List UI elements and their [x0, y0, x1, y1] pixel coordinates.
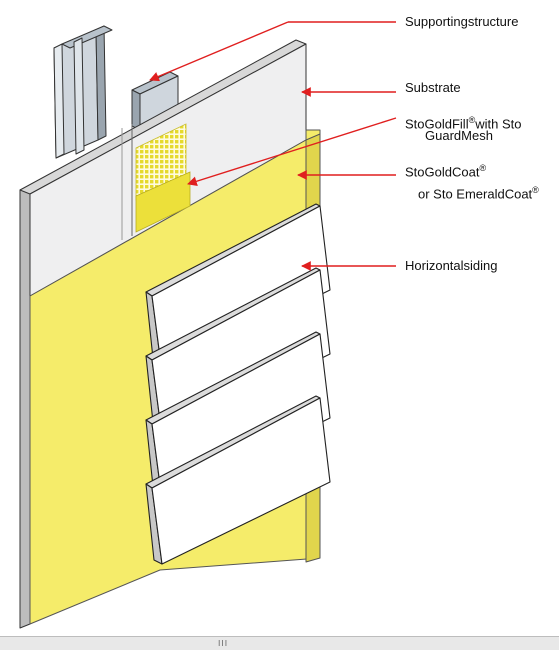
siding-board-4	[145, 395, 331, 565]
label-guardmesh: GuardMesh	[425, 128, 493, 143]
callout-arrows	[149, 21, 397, 271]
arrow-goldfill	[187, 117, 397, 187]
horizontal-scrollbar[interactable]: III	[0, 636, 559, 650]
horizontal-siding-boards	[145, 203, 331, 565]
label-emeraldcoat: or Sto EmeraldCoat®	[418, 185, 539, 202]
stogoldfill-mesh-patch	[135, 123, 191, 233]
arrow-supporting-structure-diag	[149, 21, 289, 82]
label-horizontal-siding: Horizontalsiding	[405, 258, 498, 273]
supporting-structure-stud	[53, 25, 179, 159]
wall-assembly-diagram	[19, 21, 397, 629]
label-stogoldcoat: StoGoldCoat®	[405, 163, 487, 180]
label-substrate: Substrate	[405, 80, 461, 95]
scrollbar-grip[interactable]: III	[218, 639, 229, 648]
label-stogoldfill: StoGoldFill®with Sto	[405, 115, 522, 132]
label-supporting-structure: Supportingstructure	[405, 14, 519, 29]
